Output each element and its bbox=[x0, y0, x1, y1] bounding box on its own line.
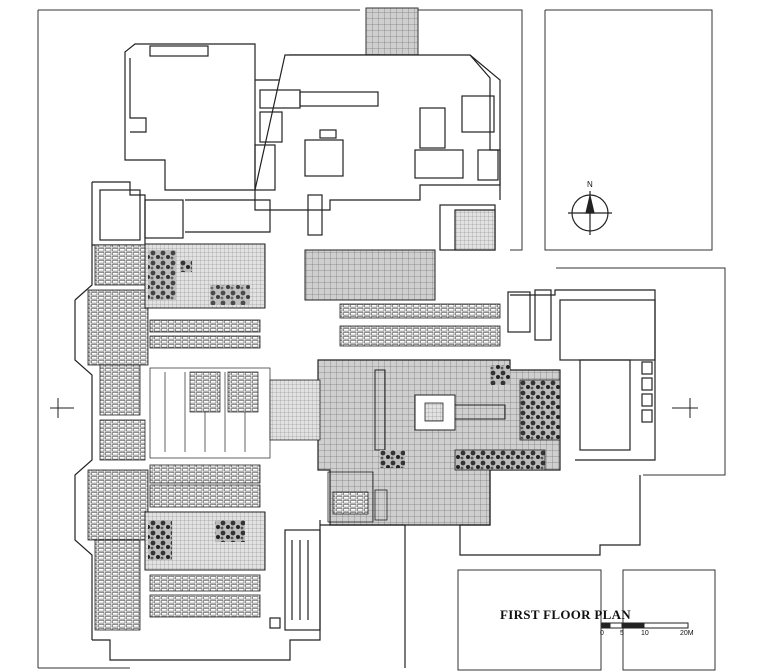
lower-site-boxes bbox=[457, 569, 716, 671]
service-wing bbox=[124, 43, 501, 251]
stall-rows bbox=[149, 367, 271, 459]
small-hall bbox=[327, 471, 388, 523]
section-markers bbox=[50, 398, 698, 418]
north-label: N bbox=[587, 180, 593, 189]
scale-bar bbox=[601, 622, 689, 629]
site-boundaries bbox=[37, 9, 726, 669]
lower-right-block bbox=[284, 524, 406, 668]
seating-blocks bbox=[87, 244, 501, 631]
scale-label-5: 5 bbox=[620, 630, 624, 637]
right-annex bbox=[459, 289, 656, 556]
scale-label-0: 0 bbox=[600, 630, 604, 637]
central-hall-paving bbox=[304, 249, 436, 301]
scale-label-10: 10 bbox=[641, 630, 649, 637]
scale-label-20m: 20M bbox=[680, 630, 694, 637]
north-arrow-icon bbox=[568, 191, 612, 235]
drawing-title: FIRST FLOOR PLAN bbox=[500, 607, 631, 622]
